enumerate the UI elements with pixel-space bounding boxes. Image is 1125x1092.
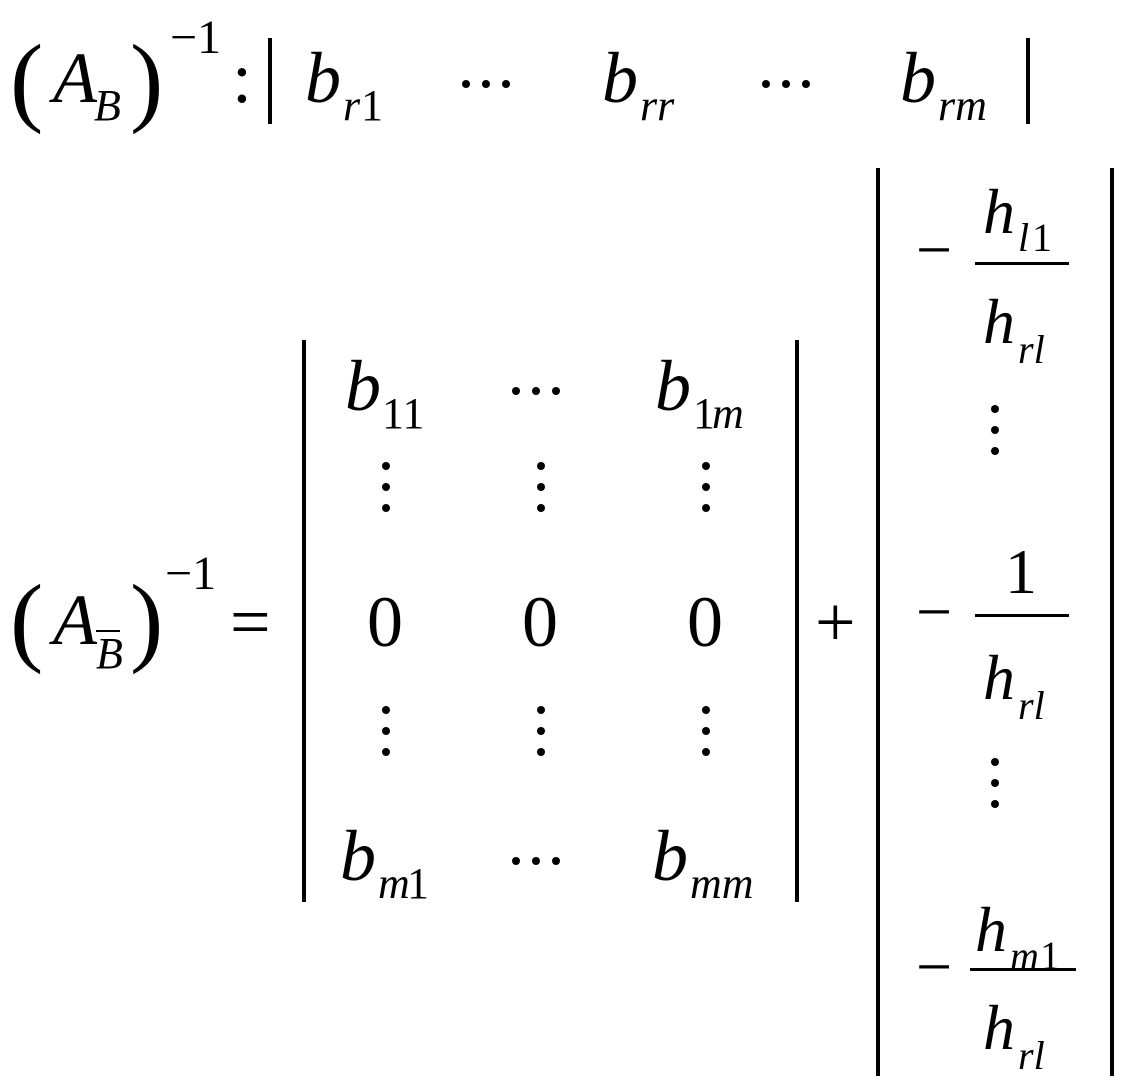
vector2-vdots-1	[991, 405, 999, 468]
left-paren-2: (	[10, 564, 44, 675]
matrix1-b11: b	[345, 346, 381, 426]
vector2-e3-den-sub: rl	[1018, 1033, 1045, 1078]
matrix1-vdots-3b	[702, 706, 710, 769]
vector2-e3-num-h: h	[975, 894, 1007, 965]
right-paren: )	[130, 24, 164, 135]
row-b-rr: b	[602, 38, 638, 118]
matrix1-b11-sub: 11	[382, 389, 425, 438]
matrix1-b1m: b	[655, 346, 691, 426]
row-bar-right	[1026, 38, 1030, 124]
row-ellipsis-2	[762, 75, 822, 93]
vector2-e1-den-sub: rl	[1018, 327, 1045, 372]
matrix1-vdots-3a	[702, 462, 710, 525]
vector2-e1-num-sub-num: 1	[1032, 215, 1052, 260]
matrix1-bm1-sub: m	[378, 859, 410, 908]
matrix1-vdots-2b	[537, 706, 545, 769]
matrix1-bmm: b	[652, 816, 688, 896]
matrix1-zero-1: 0	[367, 582, 403, 662]
row-b-rm-sub: rm	[938, 81, 987, 130]
matrix1-zero-3: 0	[687, 582, 723, 662]
matrix1-zero-2: 0	[522, 582, 558, 662]
left-paren: (	[10, 24, 44, 135]
equals-sign: =	[230, 582, 271, 662]
vector2-e2-num: 1	[1005, 536, 1037, 607]
row-b-rm: b	[900, 38, 936, 118]
lhs-base: A	[53, 38, 97, 118]
lhs2-superscript: −1	[165, 547, 217, 600]
row-b-r1: b	[305, 38, 341, 118]
row-b-r1-sub: r	[343, 81, 361, 130]
row-b-r1-sub-num: 1	[361, 81, 383, 130]
vector2-e3-den-h: h	[983, 992, 1015, 1063]
vector2-e1-num-h: h	[983, 176, 1015, 247]
vector2-e1-minus: −	[916, 214, 953, 285]
row-b-rr-sub: rr	[640, 81, 675, 130]
vector2-bar-right	[1110, 168, 1114, 1076]
vector2-e3-minus: −	[916, 931, 953, 1002]
vector2-e2-den-sub: rl	[1018, 683, 1045, 728]
vector2-vdots-2	[991, 758, 999, 821]
matrix1-bm1: b	[340, 816, 376, 896]
lhs-superscript: −1	[170, 11, 222, 64]
matrix1-row-last-ellipsis	[512, 852, 572, 870]
matrix1-bmm-sub: mm	[690, 859, 754, 908]
matrix1-b1m-sub-num: 1	[693, 389, 715, 438]
vector2-e3-fraction-bar	[970, 968, 1076, 971]
matrix1-b1m-sub: m	[712, 389, 744, 438]
row-ellipsis-1	[462, 75, 522, 93]
lhs-subscript: B	[94, 81, 121, 130]
vector2-e1-den-h: h	[983, 286, 1015, 357]
matrix1-vdots-1b	[382, 706, 390, 769]
matrix1-bm1-sub-num: 1	[407, 859, 429, 908]
matrix1-vdots-1a	[382, 462, 390, 525]
right-paren-2: )	[130, 564, 164, 675]
matrix1-row1-ellipsis	[512, 382, 572, 400]
lhs2-base: A	[53, 580, 97, 660]
lhs2-subscript-bar	[96, 630, 120, 632]
matrix1-bar-right	[795, 340, 799, 902]
vector2-e2-fraction-bar	[975, 614, 1069, 617]
colon: :	[232, 38, 253, 118]
row-bar-left	[268, 38, 272, 124]
vector2-e1-fraction-bar	[975, 262, 1069, 265]
matrix1-bar-left	[302, 340, 306, 902]
vector2-e2-minus: −	[916, 576, 953, 647]
lhs2-subscript: B	[96, 629, 123, 678]
plus-sign: +	[815, 582, 856, 662]
vector2-bar-left	[876, 168, 880, 1076]
matrix1-vdots-2a	[537, 462, 545, 525]
vector2-e3-num-sub-num: 1	[1040, 933, 1060, 978]
vector2-e1-num-sub: l	[1018, 215, 1030, 260]
vector2-e2-den-h: h	[983, 642, 1015, 713]
